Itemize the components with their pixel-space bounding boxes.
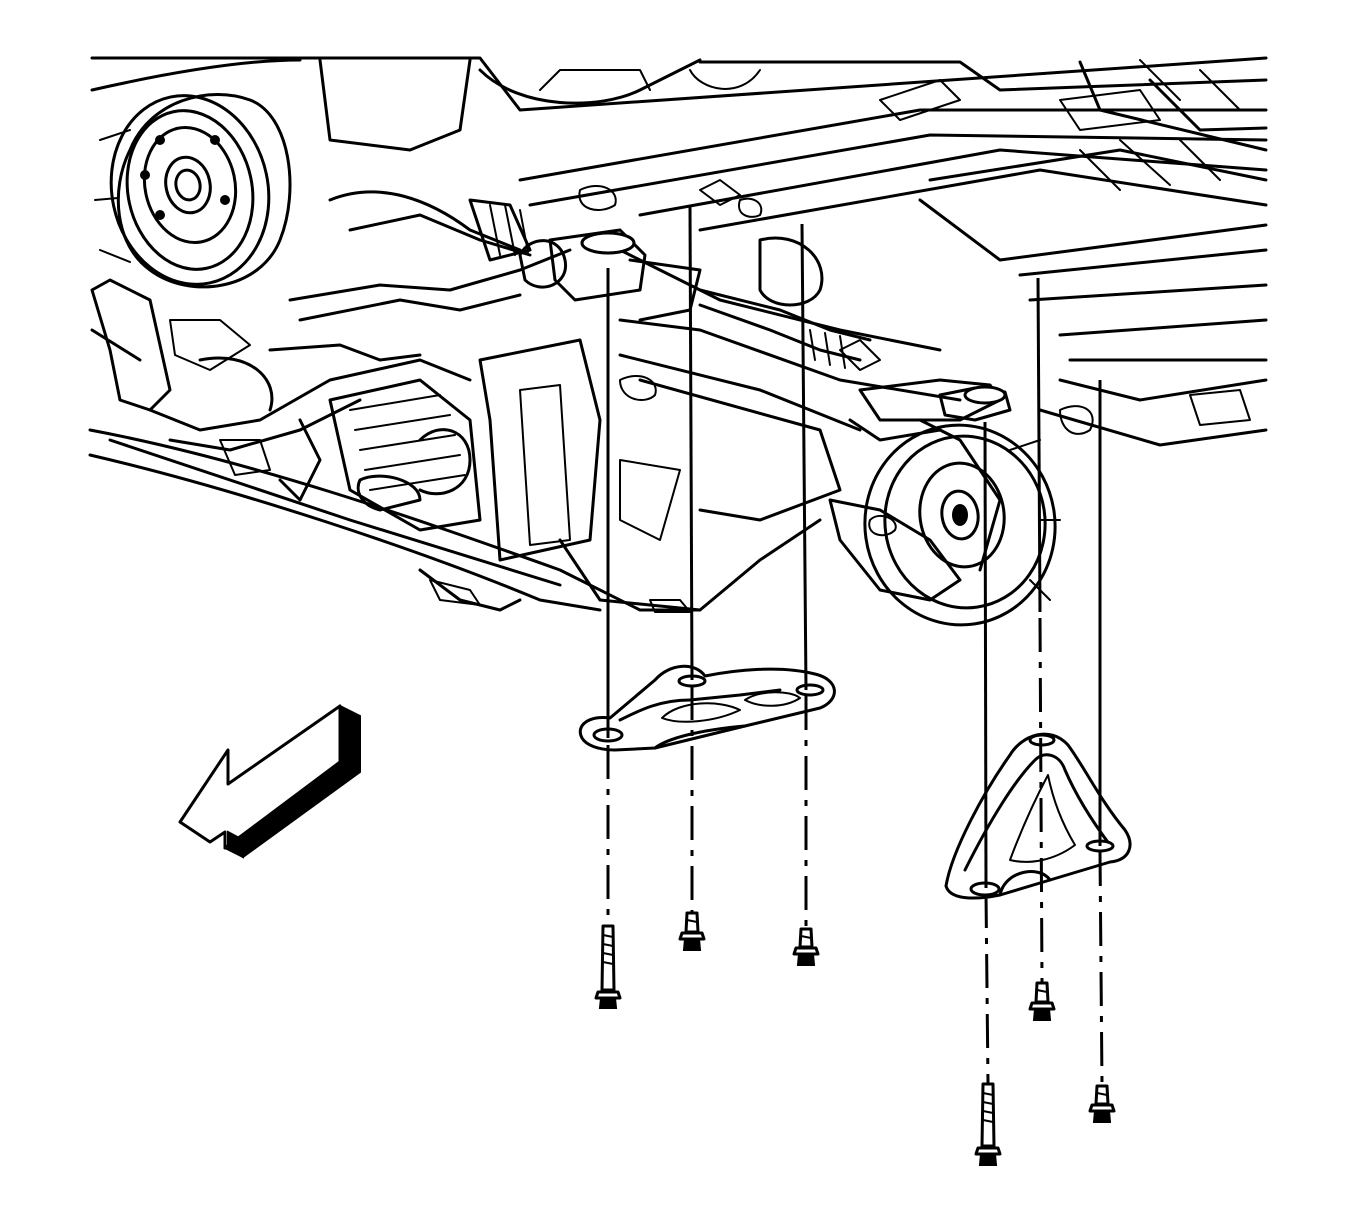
right-brake-rotor-icon [863, 423, 1061, 627]
bolt-1-long [594, 924, 622, 1009]
left-brake-rotor-icon [94, 92, 292, 289]
vehicle-underbody [88, 56, 1268, 613]
front-direction-arrow-icon [178, 704, 361, 859]
bolt-2-short [678, 911, 706, 951]
bolt-5-short [1028, 981, 1056, 1021]
bolt-3-short [792, 927, 820, 966]
right-reinforcement-bracket-icon [944, 732, 1132, 900]
left-reinforcement-bracket-icon [578, 664, 836, 752]
bolt-4-long [974, 1082, 1002, 1166]
alignment-axes [606, 206, 1104, 1086]
bolt-6-short [1088, 1084, 1116, 1123]
